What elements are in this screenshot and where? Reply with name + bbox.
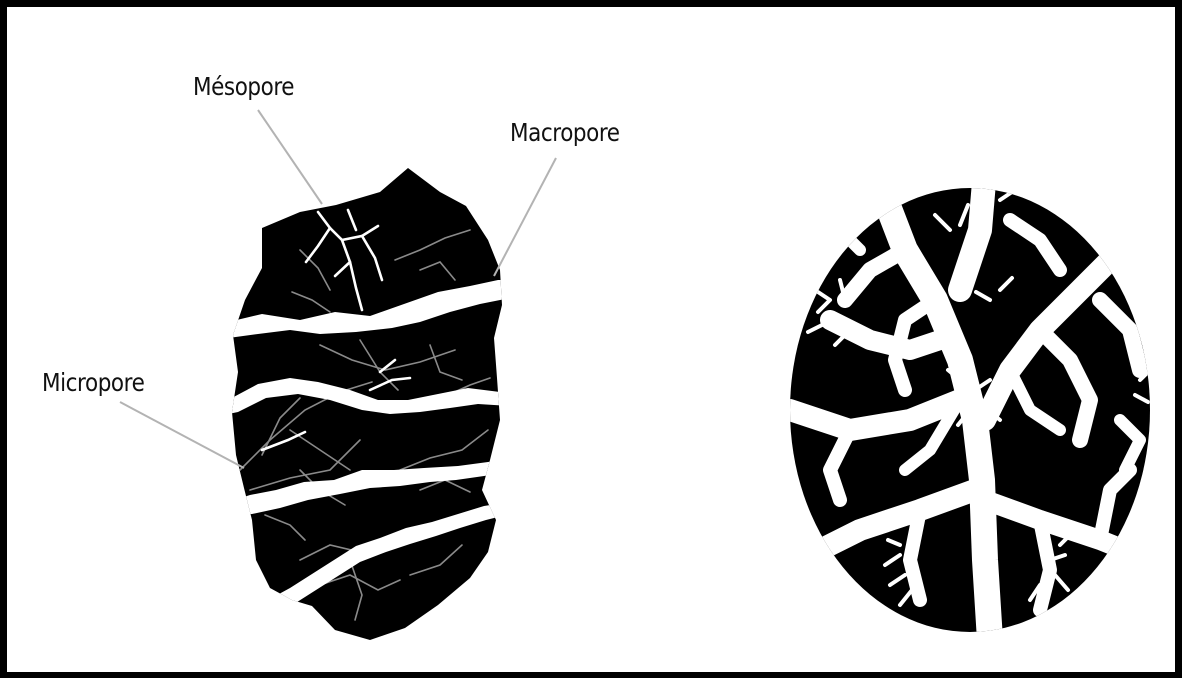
micropore-leader — [120, 402, 244, 468]
fractured-particle — [228, 168, 510, 640]
micropore-label: Micropore — [42, 368, 144, 397]
mesopore-label: Mésopore — [193, 72, 294, 101]
mesopore-leader — [258, 110, 322, 204]
porous-sphere — [790, 170, 1150, 640]
macropore-leader — [494, 158, 556, 276]
macropore-label: Macropore — [510, 118, 620, 147]
